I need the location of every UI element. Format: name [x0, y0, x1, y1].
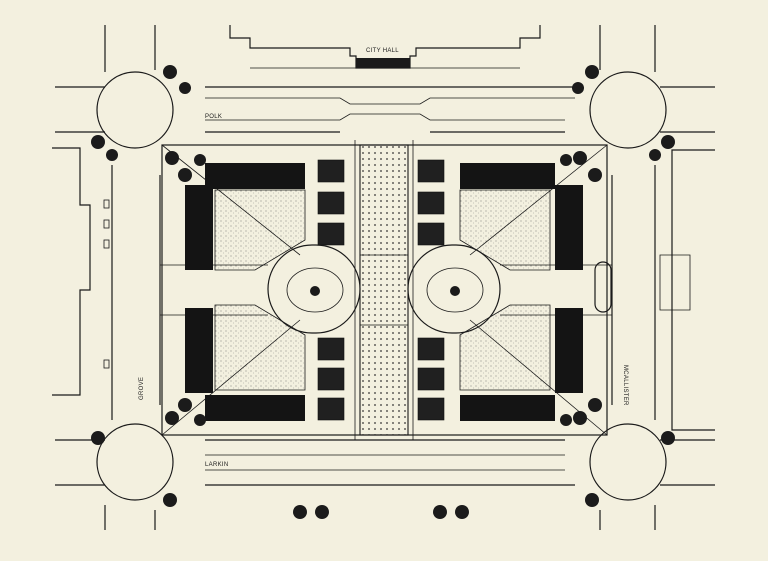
roundabouts: [96, 71, 667, 501]
pool-east: [407, 244, 501, 334]
lawn-se: [459, 304, 551, 391]
city-hall-building: CITY HALL: [229, 25, 541, 69]
trees: [91, 65, 675, 519]
lawn-sw: [214, 304, 306, 391]
lawn-nw: [214, 189, 306, 271]
street-labels: POLK LARKIN GROVE MCALLISTER: [139, 114, 628, 468]
grove-street-label: GROVE: [139, 377, 145, 400]
city-hall-label: CITY HALL: [366, 48, 399, 54]
hedge-rows: [185, 163, 583, 421]
basin-east: [594, 261, 612, 313]
lawn-ne: [459, 189, 551, 271]
central-plaza: [160, 140, 612, 440]
mcallister-street-label: MCALLISTER: [622, 365, 628, 406]
polk-street-label: POLK: [205, 114, 222, 120]
pool-west: [267, 244, 361, 334]
promenade: [359, 144, 409, 436]
street-grid: [52, 25, 715, 530]
parterres: [317, 159, 445, 421]
larkin-street-label: LARKIN: [205, 462, 228, 468]
